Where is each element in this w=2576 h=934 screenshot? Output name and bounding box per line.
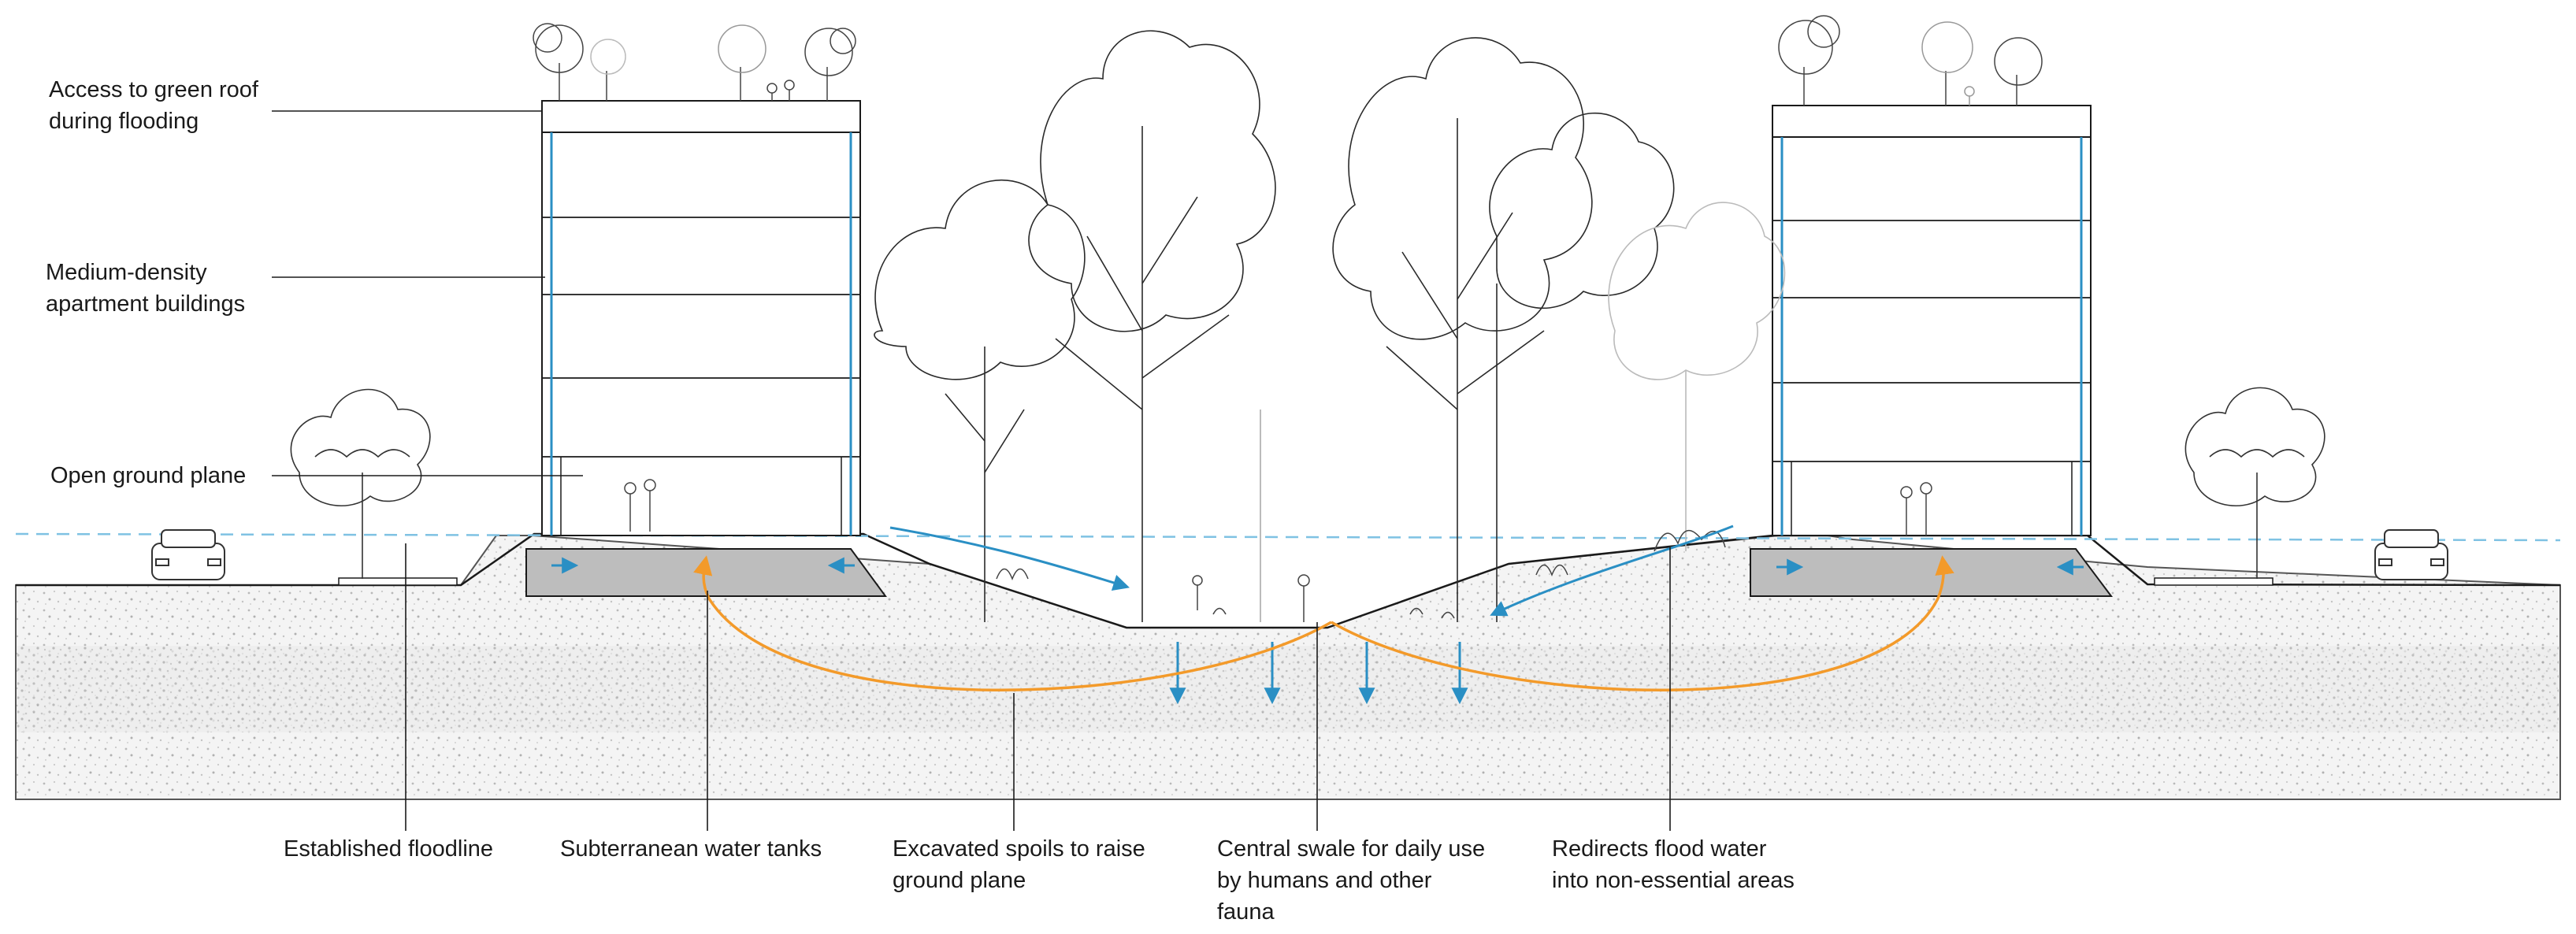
label-spoils-line2: ground plane xyxy=(893,868,1026,893)
label-spoils: Excavated spoils to raise ground plane xyxy=(893,833,1145,896)
apartment-building-left xyxy=(541,100,861,536)
swale-figures xyxy=(624,479,1932,622)
soil-dense-band xyxy=(17,646,2559,732)
label-swale: Central swale for daily use by humans an… xyxy=(1217,833,1485,928)
ground-section xyxy=(15,532,2561,800)
label-swale-line3: fauna xyxy=(1217,899,1275,925)
label-floodline: Established floodline xyxy=(284,833,493,865)
car-right xyxy=(2374,529,2448,580)
label-redirects-line2: into non-essential areas xyxy=(1552,868,1795,893)
label-swale-line2: by humans and other xyxy=(1217,868,1432,893)
apartment-building-right xyxy=(1772,105,2092,536)
ground-surface-line xyxy=(16,532,2561,629)
street-tree-left xyxy=(290,388,431,579)
label-green-roof: Access to green roof during flooding xyxy=(49,74,258,137)
roof-trees-left xyxy=(533,23,856,101)
label-redirects-line1: Redirects flood water xyxy=(1552,836,1767,862)
floodline-dashed xyxy=(15,532,2561,542)
label-ground-plane-line1: Open ground plane xyxy=(50,463,247,488)
water-tank-right xyxy=(1750,548,2113,597)
spoil-arrows xyxy=(693,555,1954,692)
street-tree-right xyxy=(2184,387,2325,579)
label-apartments-line1: Medium-density xyxy=(46,260,207,285)
central-trees xyxy=(874,30,1786,622)
label-spoils-line1: Excavated spoils to raise xyxy=(893,836,1145,862)
flood-flow-arrows xyxy=(889,524,1734,705)
label-tanks: Subterranean water tanks xyxy=(560,833,822,865)
car-left xyxy=(151,529,225,580)
label-ground-plane: Open ground plane xyxy=(50,460,246,491)
label-tanks-line1: Subterranean water tanks xyxy=(560,836,822,862)
label-redirects: Redirects flood water into non-essential… xyxy=(1552,833,1795,896)
label-apartments-line2: apartment buildings xyxy=(46,291,246,317)
label-apartments: Medium-density apartment buildings xyxy=(46,257,245,320)
roof-trees-right xyxy=(1778,15,2043,106)
label-floodline-line1: Established floodline xyxy=(284,836,494,862)
sidewalk-left xyxy=(338,577,458,586)
label-green-roof-line2: during flooding xyxy=(49,109,199,134)
label-green-roof-line1: Access to green roof xyxy=(49,77,258,102)
label-swale-line1: Central swale for daily use xyxy=(1217,836,1486,862)
sidewalk-right xyxy=(2154,577,2273,586)
leader-lines xyxy=(272,110,1671,831)
